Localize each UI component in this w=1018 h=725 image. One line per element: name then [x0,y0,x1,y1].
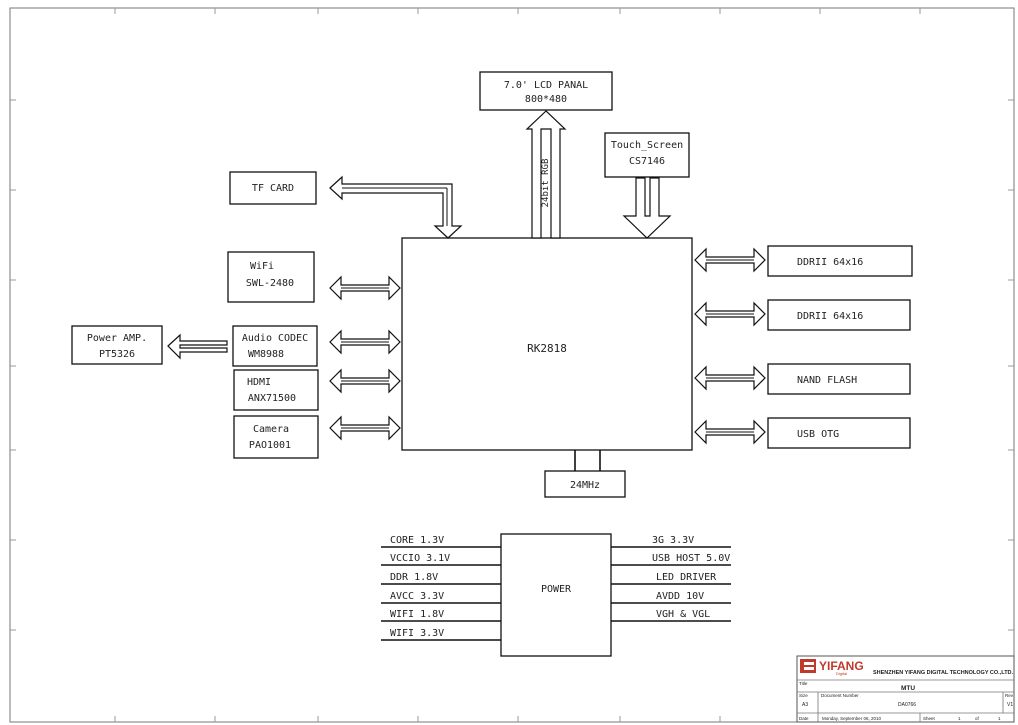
main-chip-block: RK2818 [401,237,693,451]
power-input-4: WIFI 1.8V [390,609,444,620]
power-output-4: VGH & VGL [656,609,710,620]
rgb-bus-label: 24bit RGB [541,159,551,208]
ddr-2-block: DDRII 64x16 [767,299,911,331]
power-output-0: 3G 3.3V [652,535,694,546]
drawing-frame [9,7,1015,723]
power-output-3: AVDD 10V [656,591,704,602]
power-output-1: USB HOST 5.0V [652,553,730,564]
date-value: Monday, September 06, 2010 [822,716,881,721]
drawing-title: MTU [901,685,915,692]
wifi-block: WiFi SWL-2480 [227,251,315,303]
power-amp-title: Power AMP. [87,333,147,344]
audio-part: WM8988 [248,349,284,360]
wifi-part: SWL-2480 [246,278,294,289]
rev-caption: Rev [1005,693,1014,698]
size-value: A3 [802,702,808,708]
camera-block: Camera PAO1001 [233,415,319,459]
lcd-title: 7.0' LCD PANAL [504,80,588,91]
company-name: SHENZHEN YIFANG DIGITAL TECHNOLOGY CO.,L… [873,670,1014,676]
camera-part: PAO1001 [249,440,291,451]
touch-part: CS7146 [629,156,665,167]
power-input-3: AVCC 3.3V [390,591,444,602]
power-input-1: VCCIO 3.1V [390,553,450,564]
power-output-2: LED DRIVER [656,572,717,583]
camera-title: Camera [253,424,289,435]
size-caption: Size [799,693,808,698]
hdmi-title: HDMI [247,377,271,388]
usb-otg-label: USB OTG [797,429,839,440]
logo-subtext: Digital [836,671,847,676]
logo-text: YIFANG [819,659,864,673]
audio-arrow [329,330,401,354]
touch-arrow [622,177,672,239]
nand-flash-arrow [694,366,766,390]
power-input-0: CORE 1.3V [390,535,444,546]
power-input-5: WIFI 3.3V [390,628,444,639]
hdmi-arrow [329,369,401,393]
clock-label: 24MHz [570,480,600,491]
lcd-rgb-arrow: 24bit RGB [525,110,567,239]
usb-otg-block: USB OTG [767,417,911,449]
power-output-rails: 3G 3.3V USB HOST 5.0V LED DRIVER AVDD 10… [611,535,731,622]
power-block: POWER [500,533,612,657]
hdmi-block: HDMI ANX71500 [233,369,319,411]
power-amp-part: PT5326 [99,349,135,360]
doc-number-caption: Document Number [821,693,859,698]
clock-block: 24MHz [544,450,626,498]
ddr-1-label: DDRII 64x16 [797,257,863,268]
usb-otg-arrow [694,420,766,444]
camera-arrow [329,416,401,440]
main-chip-label: RK2818 [527,342,567,355]
ddr-2-arrow [694,302,766,326]
power-label: POWER [541,584,572,595]
yifang-logo-icon [800,659,816,673]
ddr-1-arrow [694,248,766,272]
tf-card-arrow [329,175,463,239]
lcd-panel-block: 7.0' LCD PANAL 800*480 [479,71,613,111]
power-amp-arrow [167,333,228,360]
sheet-value: 1 [958,716,961,721]
title-block: YIFANG Digital SHENZHEN YIFANG DIGITAL T… [796,655,1015,723]
ddr-1-block: DDRII 64x16 [767,245,913,277]
title-caption: Title [799,681,808,686]
sheet-caption: Sheet [923,716,936,721]
tf-card-block: TF CARD [229,171,317,205]
power-input-2: DDR 1.8V [390,572,438,583]
audio-title: Audio CODEC [242,333,308,344]
nand-flash-label: NAND FLASH [797,375,857,386]
power-input-rails: CORE 1.3V VCCIO 3.1V DDR 1.8V AVCC 3.3V … [381,535,501,641]
touch-screen-block: Touch_Screen CS7146 [604,132,690,178]
touch-title: Touch_Screen [611,140,683,151]
nand-flash-block: NAND FLASH [767,363,911,395]
rev-value: V1 [1007,702,1013,708]
doc-number-value: DA0766 [898,702,916,708]
wifi-arrow [329,276,401,300]
lcd-resolution: 800*480 [525,94,567,105]
of-caption: of [975,716,980,721]
wifi-title: WiFi [250,261,274,272]
power-amp-block: Power AMP. PT5326 [71,325,163,365]
of-value: 1 [998,716,1001,721]
hdmi-part: ANX71500 [248,393,296,404]
ddr-2-label: DDRII 64x16 [797,311,863,322]
audio-codec-block: Audio CODEC WM8988 [232,325,318,367]
tf-card-label: TF CARD [252,183,294,194]
date-caption: Date [799,716,809,721]
